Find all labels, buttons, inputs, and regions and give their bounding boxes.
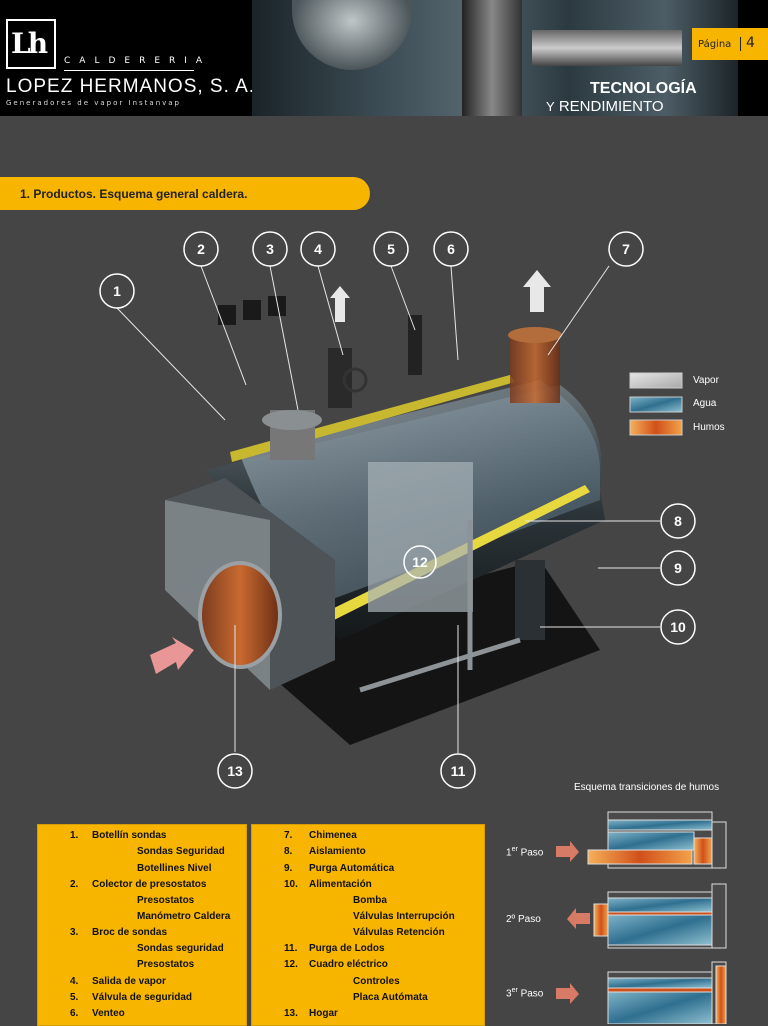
callout-numbers: 1 2 3 4 5 6 7 8 9 10 11 12 13 <box>113 241 686 779</box>
callout-4 <box>300 231 336 267</box>
callout-5-label: 5 <box>387 241 395 257</box>
banner-pipe-shape <box>462 0 522 116</box>
part-sub-item: Manómetro Caldera <box>137 911 231 922</box>
part-sub-item: Válvulas Retención <box>353 927 445 938</box>
fumes-out-arrow <box>523 270 551 312</box>
section-title: 1. Productos. Esquema general caldera. <box>20 187 248 201</box>
part-sub-item: Sondas seguridad <box>137 943 224 954</box>
legend-swatch-vapor <box>629 372 683 389</box>
callout-1 <box>99 273 135 309</box>
hearth-rim <box>198 561 282 669</box>
page-label: Página <box>698 39 732 50</box>
banner-y: Y <box>546 99 555 114</box>
callout-8-label: 8 <box>674 513 682 529</box>
chimney-top <box>508 327 562 343</box>
banner-title-1: TECNOLOGÍA <box>590 80 697 97</box>
logo-divider <box>64 70 194 71</box>
part-sub-item: Placa Autómata <box>353 992 428 1003</box>
transitions-title: Esquema transiciones de humos <box>574 782 720 793</box>
logo-caldereria: CALDERERIA <box>64 56 212 66</box>
chimney-stack <box>510 333 560 403</box>
callout-11-label: 11 <box>451 763 466 779</box>
callout-7 <box>608 231 644 267</box>
steam-out-arrow <box>330 286 350 322</box>
steam-outlet-valve <box>328 348 352 408</box>
section-header: 1. Productos. Esquema general caldera. <box>0 177 370 210</box>
header-banner-image: TECNOLOGÍA Y RENDIMIENTO <box>252 0 738 116</box>
pressostat-box <box>243 300 261 320</box>
feed-pump <box>515 560 545 640</box>
company-logo: Lh <box>6 19 56 69</box>
header: Lh CALDERERIA LOPEZ HERMANOS, S. A. Gene… <box>0 0 768 116</box>
callout-7-label: 7 <box>622 241 630 257</box>
part-sub-item: Botellines Nivel <box>137 863 212 874</box>
parts-list-left: 1.Botellín sondas Sondas Seguridad Botel… <box>37 824 247 1026</box>
logo-text: Lh <box>11 27 48 60</box>
transition-step-3 <box>607 961 727 1024</box>
collector-flange <box>262 410 322 430</box>
callout-4-label: 4 <box>314 241 322 257</box>
safety-valve <box>408 315 422 375</box>
electrical-panel <box>368 462 473 612</box>
company-subtitle: Generadores de vapor Instanvap <box>6 99 182 107</box>
legend-swatch-agua <box>629 396 683 413</box>
part-sub-item: Presostatos <box>137 959 195 970</box>
callout-1-label: 1 <box>113 283 121 299</box>
callout-12 <box>403 545 437 579</box>
part-sub-item: Sondas Seguridad <box>137 846 225 857</box>
legend-label-agua: Agua <box>693 398 717 409</box>
transition-step-3-arrow <box>556 983 579 1004</box>
part-sub-item: Bomba <box>353 895 387 906</box>
page-number: 4 <box>746 35 755 51</box>
air-in-arrow <box>150 637 194 674</box>
callouts <box>99 231 696 789</box>
callout-6 <box>433 231 469 267</box>
callout-8 <box>660 503 696 539</box>
page-indicator: Página 4 <box>692 28 768 60</box>
legend-label-humos: Humos <box>693 422 725 433</box>
transition-step-2-label: 2º Paso <box>506 914 541 925</box>
callout-12-label: 12 <box>412 554 428 570</box>
company-name: LOPEZ HERMANOS, S. A. <box>6 76 256 97</box>
transition-step-2-arrow <box>567 908 590 929</box>
parts-list-right: 7.Chimenea 8.Aislamiento 9.Purga Automát… <box>251 824 485 1026</box>
callout-5 <box>373 231 409 267</box>
legend-swatch-humos <box>629 419 683 436</box>
transition-step-3-label: 3er Paso <box>506 987 544 1000</box>
callout-13 <box>217 753 253 789</box>
legend-label-vapor: Vapor <box>693 375 719 386</box>
pressostat-box <box>218 305 236 325</box>
hearth-opening <box>200 563 280 667</box>
callout-3 <box>252 231 288 267</box>
banner-rendimiento: RENDIMIENTO <box>558 98 664 115</box>
banner-title-2: Y RENDIMIENTO <box>546 98 664 115</box>
valve-wheel <box>342 367 368 393</box>
callout-2 <box>183 231 219 267</box>
transition-step-1-label: 1er Paso <box>506 846 544 859</box>
callout-13-label: 13 <box>227 763 243 779</box>
part-sub-item: Presostatos <box>137 895 195 906</box>
callout-9-label: 9 <box>674 560 682 576</box>
callout-2-label: 2 <box>197 241 205 257</box>
callout-10 <box>660 609 696 645</box>
callout-9 <box>660 550 696 586</box>
banner-pipe-shape <box>532 30 682 66</box>
callout-leader-lines <box>116 265 660 753</box>
feed-pipe <box>359 520 521 693</box>
callout-11 <box>440 753 476 789</box>
page-separator <box>740 37 741 51</box>
part-sub-item: Controles <box>353 976 400 987</box>
transition-step-1 <box>587 811 727 869</box>
pressostat-box <box>268 296 286 316</box>
transition-step-2 <box>593 883 727 949</box>
boiler-base-frame <box>230 560 600 745</box>
transition-step-1-arrow <box>556 841 579 862</box>
part-sub-item: Válvulas Interrupción <box>353 911 455 922</box>
callout-6-label: 6 <box>447 241 455 257</box>
callout-3-label: 3 <box>266 241 274 257</box>
callout-10-label: 10 <box>670 619 686 635</box>
